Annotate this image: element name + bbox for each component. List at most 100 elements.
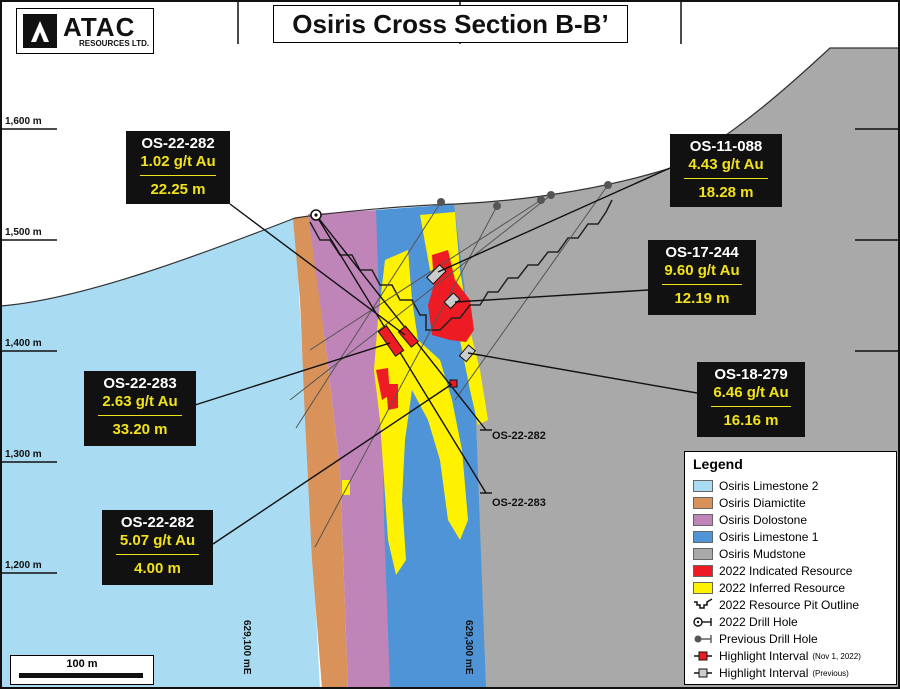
callout-os-22-282-lower: OS-22-282 5.07 g/t Au 4.00 m bbox=[102, 510, 213, 585]
indicated-resource-small-2 bbox=[386, 384, 398, 410]
callout-hole: OS-22-282 bbox=[120, 514, 195, 531]
callout-grade: 2.63 g/t Au bbox=[98, 393, 182, 416]
page-title: Osiris Cross Section B-B’ bbox=[273, 5, 628, 43]
callout-leaders bbox=[194, 167, 698, 545]
callout-os-22-282-upper: OS-22-282 1.02 g/t Au 22.25 m bbox=[126, 131, 230, 204]
callout-length: 4.00 m bbox=[134, 560, 181, 577]
previous-drill-holes bbox=[289, 184, 609, 548]
previous-drill-hole-icon bbox=[694, 635, 712, 643]
callout-grade: 1.02 g/t Au bbox=[140, 153, 216, 176]
legend-item-dolostone: Osiris Dolostone bbox=[693, 512, 807, 528]
legend-item-diamictite: Osiris Diamictite bbox=[693, 495, 806, 511]
inferred-resource-fragment bbox=[342, 480, 350, 495]
legend-title: Legend bbox=[693, 456, 743, 472]
legend-item-pit-outline: 2022 Resource Pit Outline bbox=[693, 597, 859, 613]
unit-limestone-2 bbox=[0, 218, 320, 689]
resource-pit-outline bbox=[309, 199, 613, 331]
highlight-interval-os-17-244 bbox=[443, 292, 461, 310]
callout-os-18-279: OS-18-279 6.46 g/t Au 16.16 m bbox=[697, 362, 805, 437]
callout-length: 33.20 m bbox=[112, 421, 168, 438]
previous-drill-collars bbox=[437, 181, 612, 210]
callout-grade: 6.46 g/t Au bbox=[711, 384, 791, 407]
callout-os-11-088: OS-11-088 4.43 g/t Au 18.28 m bbox=[670, 134, 782, 207]
indicated-resource-small-1 bbox=[376, 368, 390, 400]
callout-grade: 5.07 g/t Au bbox=[116, 532, 199, 555]
legend-label: 2022 Indicated Resource bbox=[719, 564, 853, 578]
highlight-interval-new-icon bbox=[694, 651, 712, 661]
legend-swatch bbox=[693, 548, 713, 560]
highlight-interval-os-22-282-b bbox=[449, 379, 458, 388]
callout-hole: OS-22-282 bbox=[141, 135, 215, 152]
legend-label: 2022 Resource Pit Outline bbox=[719, 598, 860, 612]
callout-hole: OS-11-088 bbox=[689, 138, 763, 155]
callout-grade: 9.60 g/t Au bbox=[662, 262, 742, 285]
easting-label-629300: 629,300 mE bbox=[463, 620, 474, 675]
elevation-ticks bbox=[0, 128, 900, 574]
legend-item-indicated: 2022 Indicated Resource bbox=[693, 563, 852, 579]
legend-item-highlight-previous: Highlight Interval (Previous) bbox=[693, 665, 849, 681]
hole-label-os-22-283: OS-22-283 bbox=[492, 497, 546, 509]
legend-label: Osiris Dolostone bbox=[719, 513, 808, 527]
legend-item-limestone-1: Osiris Limestone 1 bbox=[693, 529, 818, 545]
atac-logo: ATAC RESOURCES LTD. bbox=[16, 8, 154, 54]
legend-item-drill-hole-2022: 2022 Drill Hole bbox=[693, 614, 798, 630]
callout-length: 12.19 m bbox=[674, 290, 730, 307]
legend-item-highlight-new: Highlight Interval (Nov 1, 2022) bbox=[693, 648, 861, 664]
drill-collar-2022-center bbox=[314, 213, 318, 217]
elevation-label-1300: 1,300 m bbox=[5, 449, 42, 460]
elevation-label-1600: 1,600 m bbox=[5, 116, 42, 127]
legend-note: (Previous) bbox=[812, 668, 849, 678]
legend: Legend Osiris Limestone 2 Osiris Diamict… bbox=[684, 451, 897, 685]
inferred-resource-lower bbox=[374, 250, 468, 575]
scale-bar: 100 m bbox=[10, 655, 154, 685]
logo-subtitle: RESOURCES LTD. bbox=[79, 39, 150, 48]
drill-hole-2022-icon bbox=[693, 617, 712, 627]
legend-swatch bbox=[693, 582, 713, 594]
callout-hole: OS-17-244 bbox=[665, 244, 739, 261]
legend-item-limestone-2: Osiris Limestone 2 bbox=[693, 478, 818, 494]
legend-label: Highlight Interval bbox=[719, 666, 809, 680]
drill-holes-2022 bbox=[315, 214, 492, 494]
scale-bar-label: 100 m bbox=[66, 658, 98, 670]
callout-hole: OS-22-283 bbox=[103, 375, 177, 392]
callout-os-17-244: OS-17-244 9.60 g/t Au 12.19 m bbox=[648, 240, 756, 315]
highlight-interval-os-22-282 bbox=[397, 325, 419, 348]
legend-swatch bbox=[693, 565, 713, 577]
legend-label: Highlight Interval bbox=[719, 649, 809, 663]
unit-dolostone bbox=[308, 210, 392, 689]
logo-mark-icon bbox=[23, 14, 57, 48]
legend-swatch bbox=[693, 531, 713, 543]
scale-bar-line bbox=[19, 673, 143, 678]
topography-line bbox=[0, 47, 900, 307]
pit-outline-icon bbox=[694, 598, 713, 609]
legend-note: (Nov 1, 2022) bbox=[812, 651, 861, 661]
legend-label: Osiris Limestone 1 bbox=[719, 530, 819, 544]
callout-grade: 4.43 g/t Au bbox=[684, 156, 768, 179]
legend-item-previous-hole: Previous Drill Hole bbox=[693, 631, 818, 647]
elevation-label-1200: 1,200 m bbox=[5, 560, 42, 571]
legend-label: Osiris Diamictite bbox=[719, 496, 806, 510]
legend-label: 2022 Inferred Resource bbox=[719, 581, 846, 595]
highlight-interval-previous-icon bbox=[694, 668, 712, 678]
easting-label-629100: 629,100 mE bbox=[241, 620, 252, 675]
legend-label: Osiris Limestone 2 bbox=[719, 479, 819, 493]
legend-swatch bbox=[693, 497, 713, 509]
unit-diamictite bbox=[293, 215, 348, 689]
legend-swatch bbox=[693, 480, 713, 492]
elevation-label-1400: 1,400 m bbox=[5, 338, 42, 349]
elevation-label-1500: 1,500 m bbox=[5, 227, 42, 238]
legend-item-mudstone: Osiris Mudstone bbox=[693, 546, 806, 562]
legend-label: 2022 Drill Hole bbox=[719, 615, 798, 629]
callout-length: 22.25 m bbox=[150, 181, 206, 198]
callout-length: 18.28 m bbox=[698, 184, 754, 201]
highlight-interval-os-11-088 bbox=[426, 264, 447, 285]
hole-label-os-22-282: OS-22-282 bbox=[492, 430, 546, 442]
highlight-interval-os-18-279 bbox=[458, 344, 477, 363]
legend-label: Osiris Mudstone bbox=[719, 547, 806, 561]
callout-length: 16.16 m bbox=[723, 412, 779, 429]
logo-brand: ATAC bbox=[63, 12, 136, 42]
callout-hole: OS-18-279 bbox=[714, 366, 788, 383]
callout-os-22-283: OS-22-283 2.63 g/t Au 33.20 m bbox=[84, 371, 196, 446]
